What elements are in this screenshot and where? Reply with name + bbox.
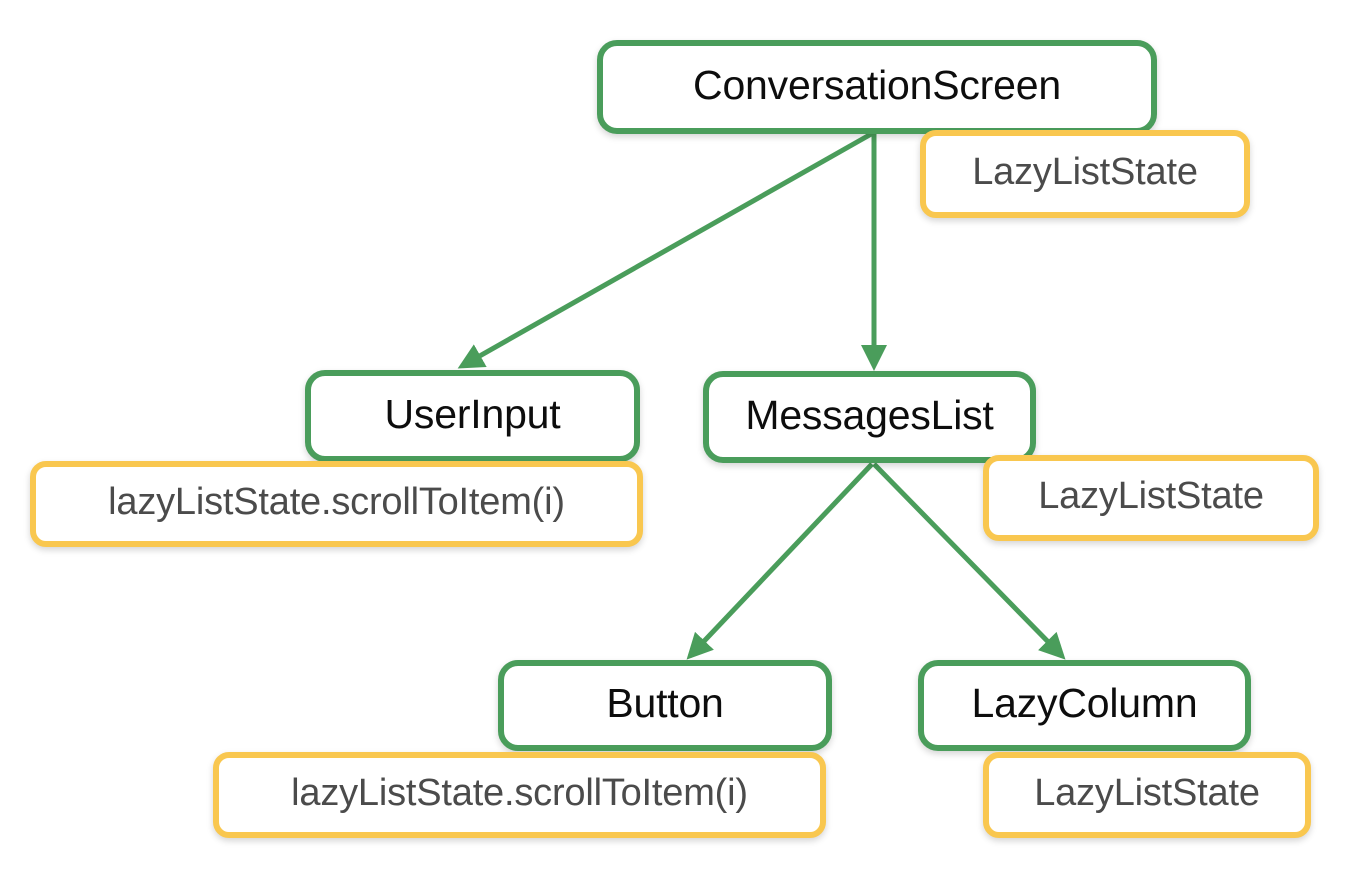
node-label-lazy-column: LazyColumn <box>971 680 1198 726</box>
node-messages-list-state[interactable]: LazyListState <box>983 455 1319 541</box>
node-lazy-column-state[interactable]: LazyListState <box>983 752 1311 838</box>
node-label-conversation-screen-state: LazyListState <box>972 151 1198 193</box>
node-button-state[interactable]: lazyListState.scrollToItem(i) <box>213 752 826 838</box>
node-label-user-input-state: lazyListState.scrollToItem(i) <box>108 481 565 523</box>
node-conversation-screen[interactable]: ConversationScreen <box>597 40 1157 134</box>
node-label-button: Button <box>606 680 724 726</box>
node-lazy-column[interactable]: LazyColumn <box>918 660 1251 751</box>
node-label-user-input: UserInput <box>384 390 561 437</box>
node-messages-list[interactable]: MessagesList <box>703 371 1036 463</box>
node-user-input-state[interactable]: lazyListState.scrollToItem(i) <box>30 461 643 547</box>
node-conversation-screen-state[interactable]: LazyListState <box>920 130 1250 218</box>
edge-conversation-screen-to-user-input <box>457 130 875 369</box>
node-label-button-state: lazyListState.scrollToItem(i) <box>291 772 748 814</box>
node-button[interactable]: Button <box>498 660 832 751</box>
node-label-conversation-screen: ConversationScreen <box>693 61 1061 108</box>
node-label-messages-list-state: LazyListState <box>1038 475 1264 517</box>
node-user-input[interactable]: UserInput <box>305 370 640 462</box>
node-label-messages-list: MessagesList <box>745 391 994 438</box>
edge-messages-list-to-button <box>686 462 874 660</box>
node-label-lazy-column-state: LazyListState <box>1034 772 1260 814</box>
